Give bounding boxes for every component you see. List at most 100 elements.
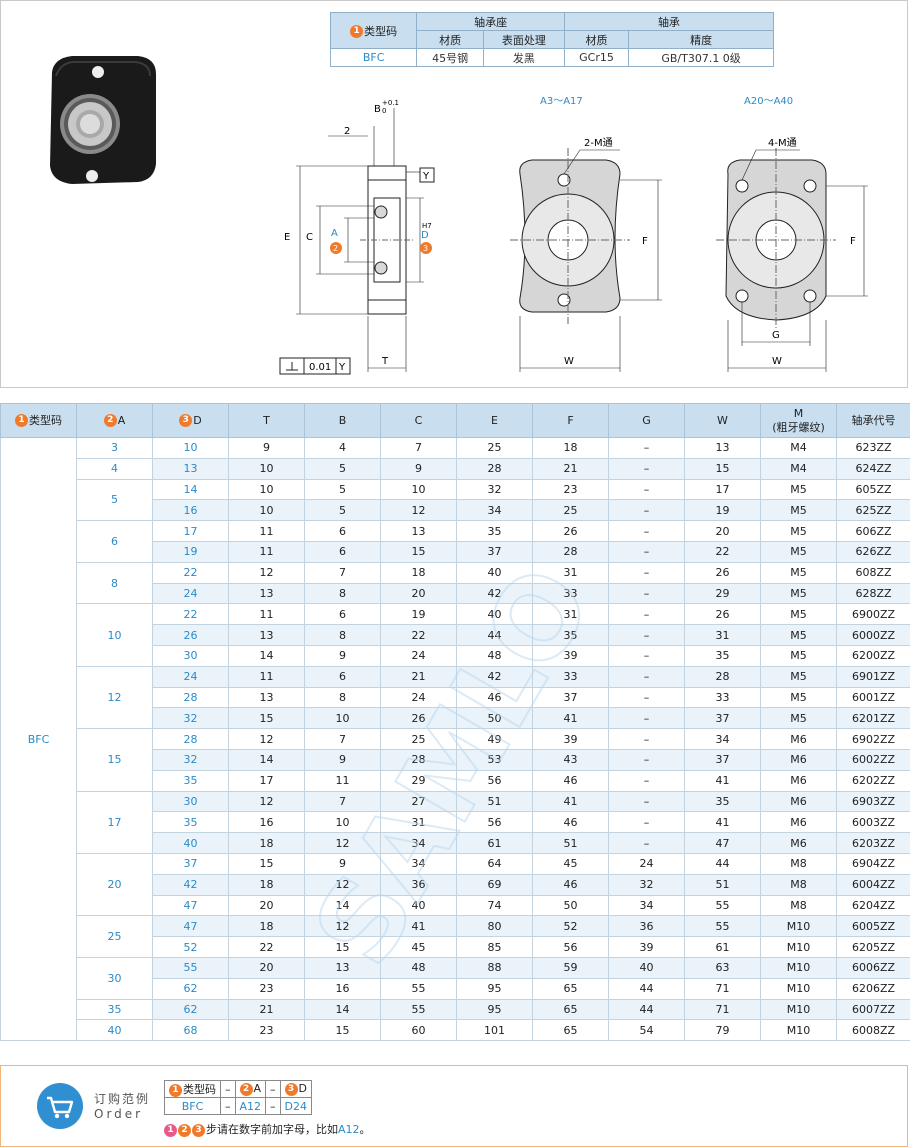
B-cell: 10 — [304, 811, 381, 834]
W-cell: 34 — [684, 728, 761, 750]
F-cell: 33 — [532, 582, 609, 605]
C-cell: 34 — [380, 852, 457, 875]
F-cell: 45 — [532, 852, 609, 875]
bearing-cell: 6004ZZ — [836, 873, 910, 896]
B-cell: 5 — [304, 499, 381, 522]
T-cell: 10 — [228, 457, 305, 480]
B-cell: 9 — [304, 748, 381, 771]
T-cell: 11 — [228, 540, 305, 563]
bearing-cell: 6204ZZ — [836, 894, 910, 917]
tolerance-ref: Y — [338, 362, 346, 373]
col-M: M(粗牙螺纹) — [760, 403, 837, 438]
W-cell: 47 — [684, 832, 761, 854]
D-cell: 42 — [152, 873, 229, 896]
B-cell: 16 — [304, 977, 381, 1000]
B-cell: 12 — [304, 915, 381, 938]
B-cell: 15 — [304, 1019, 381, 1042]
T-cell: 13 — [228, 686, 305, 709]
T-cell: 14 — [228, 748, 305, 771]
W-cell: 55 — [684, 894, 761, 917]
E-cell: 32 — [456, 478, 533, 501]
W-cell: 71 — [684, 998, 761, 1021]
A-cell: 30 — [76, 956, 153, 1000]
housing-surface-header: 表面处理 — [482, 30, 565, 49]
order-value-sep-2: – — [265, 1097, 281, 1115]
A-cell: 12 — [76, 665, 153, 730]
bearing-header: 轴承 — [563, 12, 775, 31]
E-cell: 50 — [456, 707, 533, 730]
bearing-cell: 6006ZZ — [836, 956, 910, 979]
M-cell: M5 — [760, 624, 837, 646]
G-cell: 44 — [608, 998, 685, 1021]
D-cell: 30 — [152, 644, 229, 667]
dim-G-label: G — [772, 330, 780, 341]
hole-4M-label: 4-M通 — [768, 137, 797, 149]
B-cell: 14 — [304, 894, 381, 917]
col-W: W — [684, 403, 761, 438]
T-cell: 20 — [228, 894, 305, 917]
T-cell: 18 — [228, 832, 305, 854]
front-view-small — [510, 148, 662, 372]
C-cell: 45 — [380, 936, 457, 958]
W-cell: 55 — [684, 915, 761, 938]
D-cell: 24 — [152, 582, 229, 605]
C-cell: 22 — [380, 624, 457, 646]
A-cell: 35 — [76, 998, 153, 1021]
D-cell: 28 — [152, 728, 229, 750]
bearing-cell: 6206ZZ — [836, 977, 910, 1000]
bearing-cell: 625ZZ — [836, 499, 910, 522]
A-cell: 4 — [76, 457, 153, 480]
W-cell: 20 — [684, 520, 761, 542]
bearing-cell: 6001ZZ — [836, 686, 910, 709]
bearing-cell: 6904ZZ — [836, 852, 910, 875]
dim-D-tol: H7 — [422, 222, 432, 230]
W-cell: 41 — [684, 811, 761, 834]
B-cell: 4 — [304, 437, 381, 459]
dim-T-label: T — [381, 356, 389, 367]
bearing-cell: 6202ZZ — [836, 769, 910, 792]
C-cell: 29 — [380, 769, 457, 792]
dim-A-label: A — [331, 228, 338, 239]
C-cell: 24 — [380, 686, 457, 709]
T-cell: 15 — [228, 707, 305, 730]
G-cell: 44 — [608, 977, 685, 1000]
C-cell: 40 — [380, 894, 457, 917]
W-cell: 35 — [684, 644, 761, 667]
F-cell: 65 — [532, 998, 609, 1021]
B-cell: 8 — [304, 686, 381, 709]
B-cell: 7 — [304, 790, 381, 813]
T-cell: 11 — [228, 665, 305, 688]
bearing-precision-value: GB/T307.1 0级 — [628, 48, 774, 67]
D-cell: 55 — [152, 956, 229, 979]
W-cell: 51 — [684, 873, 761, 896]
product-photo — [50, 56, 156, 184]
F-cell: 18 — [532, 437, 609, 459]
col-E: E — [456, 403, 533, 438]
C-cell: 55 — [380, 977, 457, 1000]
bearing-cell: 6203ZZ — [836, 832, 910, 854]
T-cell: 18 — [228, 873, 305, 896]
B-cell: 6 — [304, 520, 381, 542]
M-cell: M8 — [760, 873, 837, 896]
bearing-cell: 623ZZ — [836, 437, 910, 459]
W-cell: 79 — [684, 1019, 761, 1042]
W-cell: 13 — [684, 437, 761, 459]
A-cell: 40 — [76, 1019, 153, 1042]
G-cell: – — [608, 603, 685, 626]
bearing-material-value: GCr15 — [563, 48, 630, 67]
E-cell: 40 — [456, 603, 533, 626]
col-bearing: 轴承代号 — [836, 403, 910, 438]
D-cell: 13 — [152, 457, 229, 480]
A-cell: 20 — [76, 852, 153, 917]
badge-3-icon: 3 — [192, 1123, 205, 1137]
G-cell: 54 — [608, 1019, 685, 1042]
